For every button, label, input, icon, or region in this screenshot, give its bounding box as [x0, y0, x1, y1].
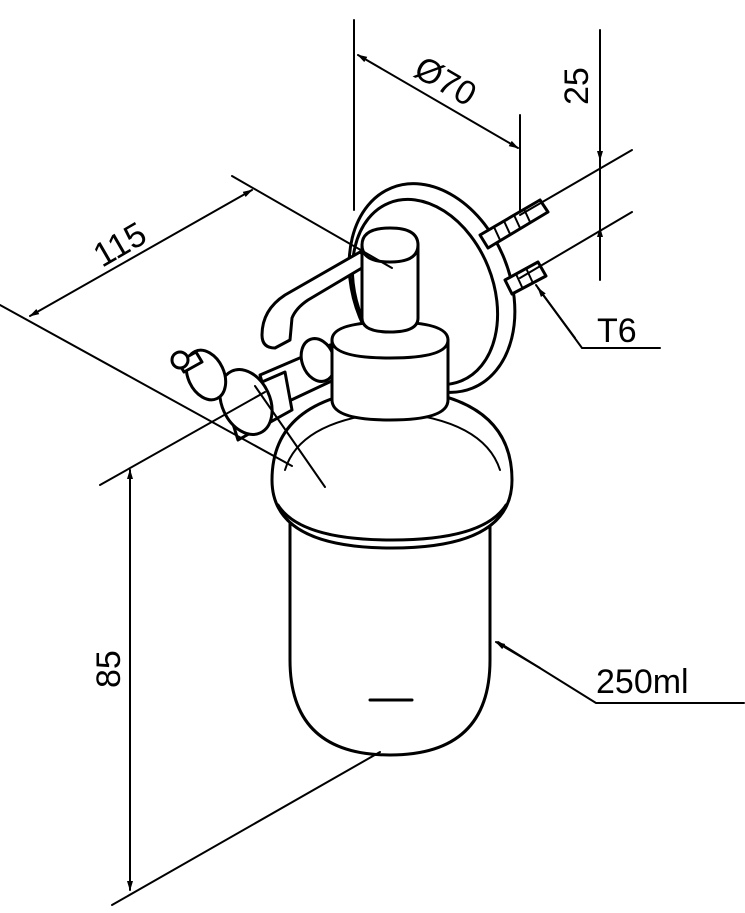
dim-depth-line — [29, 189, 253, 317]
dim-spacing-ext-upper — [519, 149, 633, 216]
label-volume: 250ml — [596, 663, 689, 701]
dim-depth-mark — [254, 385, 326, 488]
glass-container — [288, 503, 492, 757]
label-diameter: Ø70 — [408, 49, 483, 114]
dim-height-ext-bottom — [111, 751, 381, 906]
label-depth: 115 — [87, 215, 153, 275]
dim-diameter-line — [357, 54, 519, 149]
dim-height-ext-top — [99, 391, 266, 486]
dim-depth-ext-back — [231, 175, 393, 269]
dim-spacing-ext-lower — [519, 211, 633, 279]
label-screw-spacing: 25 — [558, 67, 596, 105]
label-screw-type: T6 — [597, 312, 637, 350]
dim-depth-ext-front — [0, 304, 293, 467]
pump-neck — [330, 226, 450, 422]
dimension-lines — [0, 19, 745, 906]
screw-lower — [503, 260, 548, 296]
pump-lever — [260, 250, 374, 350]
label-height: 85 — [90, 650, 128, 688]
dimension-labels: Ø70 25 115 85 T6 250ml — [87, 49, 689, 701]
dome-cap — [270, 386, 514, 550]
screw-upper — [478, 198, 550, 250]
